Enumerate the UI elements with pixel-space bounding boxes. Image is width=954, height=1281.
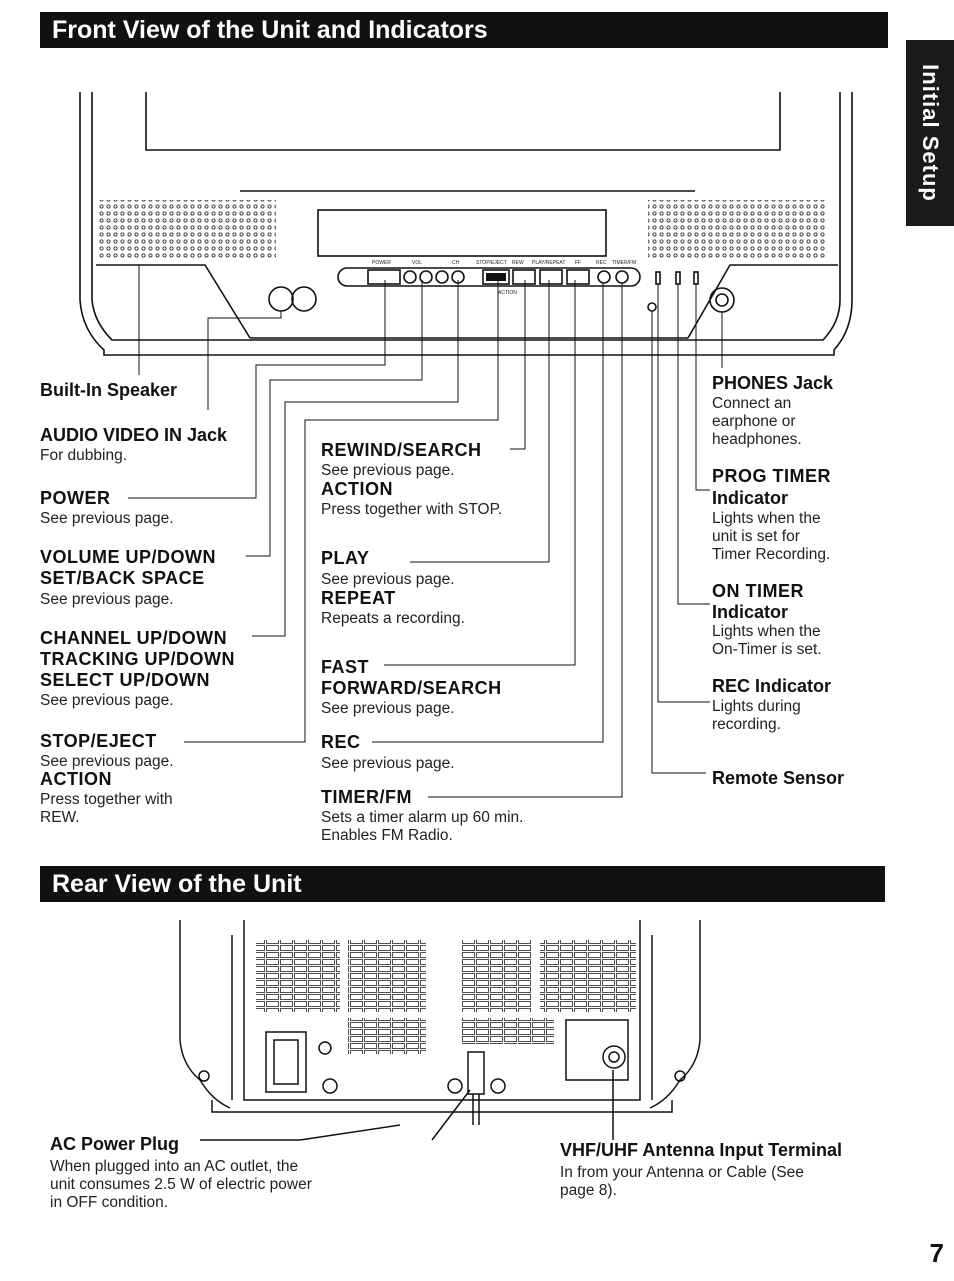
ac-power-plug-label: AC Power Plug: [50, 1134, 180, 1154]
remote-sensor-label: Remote Sensor: [712, 768, 845, 788]
on-timer-indicator-label: Indicator: [712, 602, 789, 622]
power-label: POWER: [40, 488, 111, 508]
antenna-terminal-desc-2: page 8).: [560, 1182, 617, 1199]
timer-fm-desc-1: Sets a timer alarm up 60 min.: [321, 809, 524, 826]
antenna-terminal-desc-1: In from your Antenna or Cable (See: [560, 1164, 804, 1181]
play-desc: See previous page.: [321, 571, 455, 588]
rear-vent-6: [462, 1018, 554, 1044]
play-label: PLAY: [321, 548, 370, 568]
fast-forward-desc: See previous page.: [321, 700, 455, 717]
timer-fm-desc-2: Enables FM Radio.: [321, 827, 453, 844]
power-desc: See previous page.: [40, 510, 174, 527]
repeat-label: REPEAT: [321, 588, 396, 608]
rear-vent-3: [462, 940, 532, 1012]
phones-jack-desc-3: headphones.: [712, 431, 802, 448]
timer-fm-label: TIMER/FM: [321, 787, 412, 807]
panel-label-timer: TIMER/FM: [612, 260, 636, 266]
panel-label-power: POWER: [372, 260, 391, 266]
phones-jack-label: PHONES Jack: [712, 373, 834, 393]
prog-timer-label: PROG TIMER: [712, 466, 832, 486]
rewind-search-label: REWIND/SEARCH: [321, 440, 482, 460]
phones-jack-desc-2: earphone or: [712, 413, 796, 430]
repeat-desc: Repeats a recording.: [321, 610, 465, 627]
rec-desc: See previous page.: [321, 755, 455, 772]
built-in-speaker-label: Built-In Speaker: [40, 380, 178, 400]
page-number: 7: [929, 1238, 944, 1268]
rec-label: REC: [321, 732, 361, 752]
action-label-left: ACTION: [40, 769, 112, 789]
prog-timer-desc-2: unit is set for: [712, 528, 800, 545]
panel-label-ch: CH: [452, 260, 460, 266]
action-desc-middle: Press together with STOP.: [321, 501, 503, 518]
phones-jack-desc-1: Connect an: [712, 395, 792, 412]
ac-power-plug-desc-3: in OFF condition.: [50, 1194, 169, 1211]
volume-label: VOLUME UP/DOWN: [40, 547, 216, 567]
action-desc-left-2: REW.: [40, 809, 80, 826]
stop-eject-label: STOP/EJECT: [40, 731, 157, 751]
ac-power-plug-desc-2: unit consumes 2.5 W of electric power: [50, 1176, 312, 1193]
fast-label: FAST: [321, 657, 370, 677]
initial-setup-tab: Initial Setup: [906, 40, 954, 226]
tracking-label: TRACKING UP/DOWN: [40, 649, 235, 669]
panel-label-vol: VOL: [412, 260, 422, 266]
action-desc-left-1: Press together with: [40, 791, 173, 808]
rear-vent-4: [540, 940, 636, 1012]
channel-desc: See previous page.: [40, 692, 174, 709]
front-view-illustration: POWER VOL CH STOP/EJECT REW PLAY/REPEAT …: [79, 92, 853, 798]
prog-timer-desc-3: Timer Recording.: [712, 546, 831, 563]
right-speaker-grill: [648, 200, 826, 260]
front-view-title: Front View of the Unit and Indicators: [40, 12, 888, 48]
panel-label-play: PLAY/REPEAT: [532, 260, 565, 266]
volume-desc: See previous page.: [40, 591, 174, 608]
forward-search-label: FORWARD/SEARCH: [321, 678, 502, 698]
on-timer-label: ON TIMER: [712, 581, 804, 601]
rec-indicator-label: REC Indicator: [712, 676, 832, 696]
rear-vent-5: [348, 1018, 426, 1054]
on-timer-desc-1: Lights when the: [712, 623, 821, 640]
panel-label-stop: STOP/EJECT: [476, 260, 507, 266]
panel-label-rew: REW: [512, 260, 524, 266]
audio-video-in-label: AUDIO VIDEO IN Jack: [40, 425, 228, 445]
rec-indicator-desc-1: Lights during: [712, 698, 801, 715]
action-label-middle: ACTION: [321, 479, 393, 499]
rec-indicator-desc-2: recording.: [712, 716, 781, 733]
audio-video-in-desc: For dubbing.: [40, 447, 128, 464]
panel-label-action: ACTION: [498, 290, 517, 296]
rear-vent-1: [256, 940, 340, 1012]
rear-view-title: Rear View of the Unit: [40, 866, 885, 902]
ac-power-plug-desc-1: When plugged into an AC outlet, the: [50, 1158, 299, 1175]
left-speaker-grill: [98, 200, 276, 260]
panel-label-ff: FF: [575, 260, 581, 266]
rear-vent-2: [348, 940, 426, 1012]
panel-label-rec: REC: [596, 260, 607, 266]
prog-timer-desc-1: Lights when the: [712, 510, 821, 527]
select-label: SELECT UP/DOWN: [40, 670, 211, 690]
stop-eject-desc: See previous page.: [40, 753, 174, 770]
set-back-space-label: SET/BACK SPACE: [40, 568, 205, 588]
on-timer-desc-2: On-Timer is set.: [712, 641, 822, 658]
antenna-terminal-label: VHF/UHF Antenna Input Terminal: [560, 1140, 842, 1160]
prog-timer-indicator-label: Indicator: [712, 488, 789, 508]
rewind-search-desc: See previous page.: [321, 462, 455, 479]
channel-label: CHANNEL UP/DOWN: [40, 628, 228, 648]
